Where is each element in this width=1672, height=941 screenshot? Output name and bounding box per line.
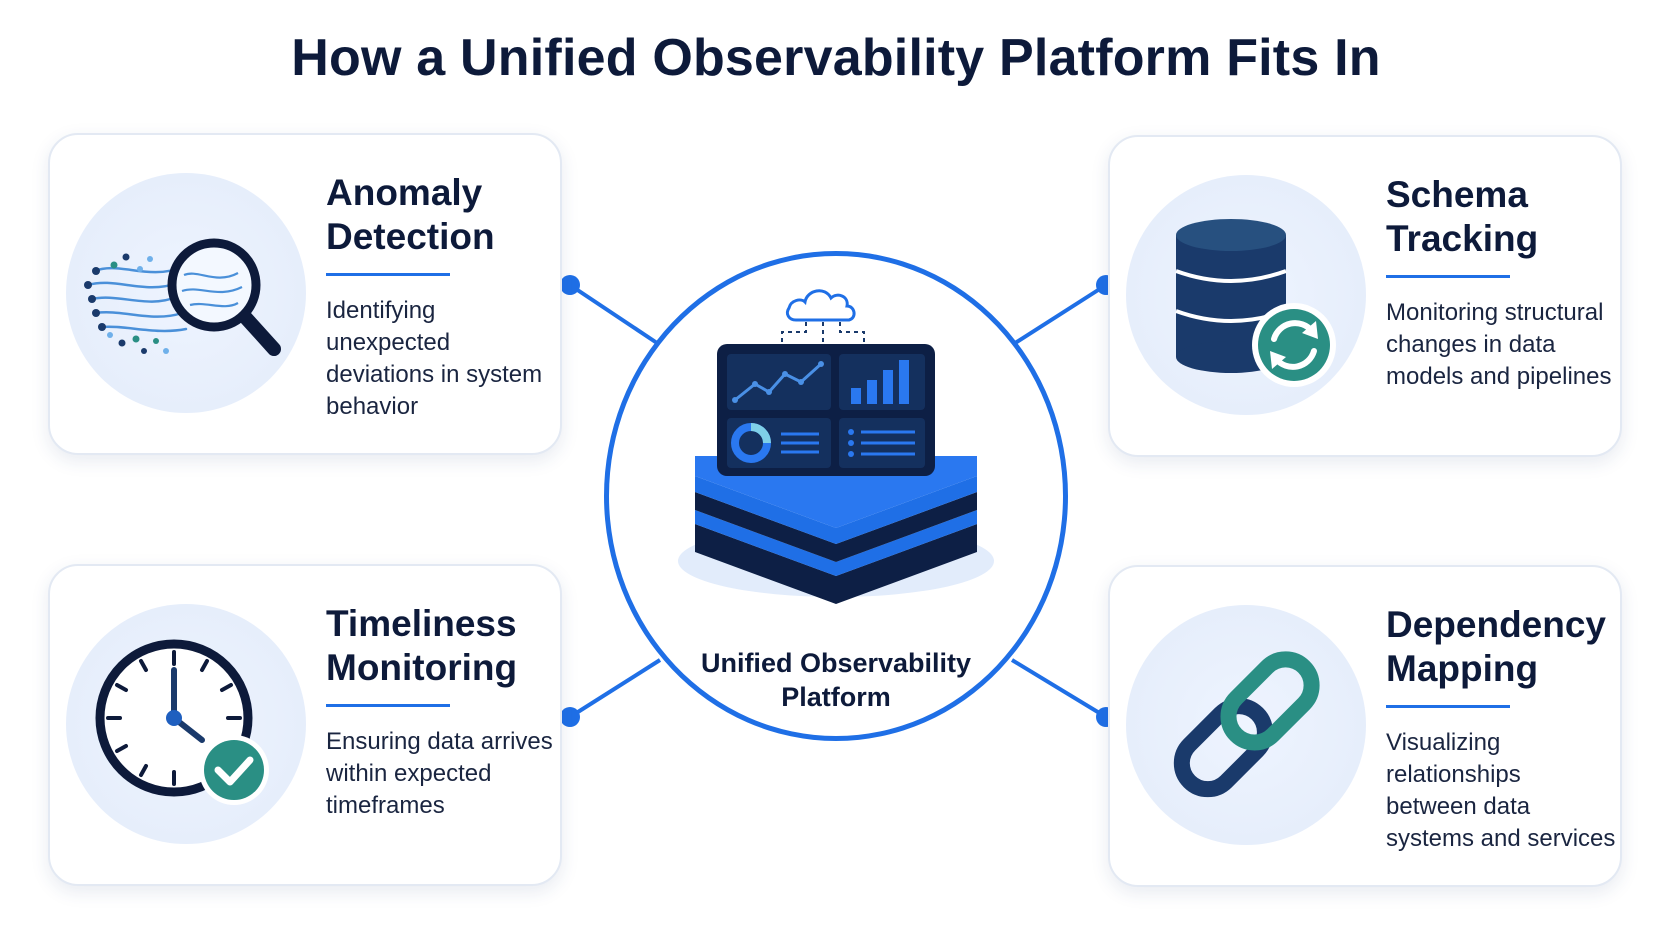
card-underline	[1386, 705, 1510, 708]
dashboard-stack-icon	[678, 289, 994, 604]
database-sync-icon	[1175, 219, 1336, 387]
card-schema-tracking: Schema Tracking Monitoring structural ch…	[1108, 135, 1622, 457]
card-description: Identifying unexpected deviations in sys…	[326, 297, 543, 420]
card-underline	[1386, 275, 1510, 278]
connector-dot-anomaly	[560, 275, 580, 295]
hub-label: Unified Observability Platform	[700, 648, 972, 712]
card-description: Monitoring structural changes in data mo…	[1386, 299, 1612, 390]
connector-dot-timeliness	[560, 707, 580, 727]
card-dependency-mapping: Dependency Mapping Visualizing relations…	[1108, 565, 1622, 887]
card-title: Anomaly Detection	[326, 172, 495, 257]
card-description: Ensuring data arrives within expected ti…	[326, 728, 553, 819]
connector-line-timeliness	[568, 658, 662, 719]
clock-check-icon	[95, 639, 269, 805]
card-anomaly-detection: Anomaly Detection Identifying unexpected…	[48, 133, 562, 455]
icon-circle	[66, 604, 306, 844]
icon-circle	[66, 173, 306, 413]
card-title: Timeliness Monitoring	[326, 603, 518, 688]
card-description: Visualizing relationships between data s…	[1386, 729, 1616, 852]
card-timeliness-monitoring: Timeliness Monitoring Ensuring data arri…	[48, 564, 562, 886]
magnifier-icon	[84, 238, 281, 356]
icon-circle	[1126, 175, 1366, 415]
icon-circle	[1126, 605, 1366, 845]
card-title: Dependency Mapping	[1386, 604, 1607, 689]
page-title: How a Unified Observability Platform Fit…	[291, 29, 1381, 87]
card-underline	[326, 704, 450, 707]
central-hub: Unified Observability Platform	[604, 251, 1068, 741]
card-title: Schema Tracking	[1386, 174, 1539, 259]
connector-line-schema	[1010, 283, 1108, 347]
connector-line-anomaly	[568, 283, 662, 347]
chain-link-icon	[1173, 651, 1320, 798]
connector-line-dependency	[1010, 658, 1108, 719]
card-underline	[326, 273, 450, 276]
